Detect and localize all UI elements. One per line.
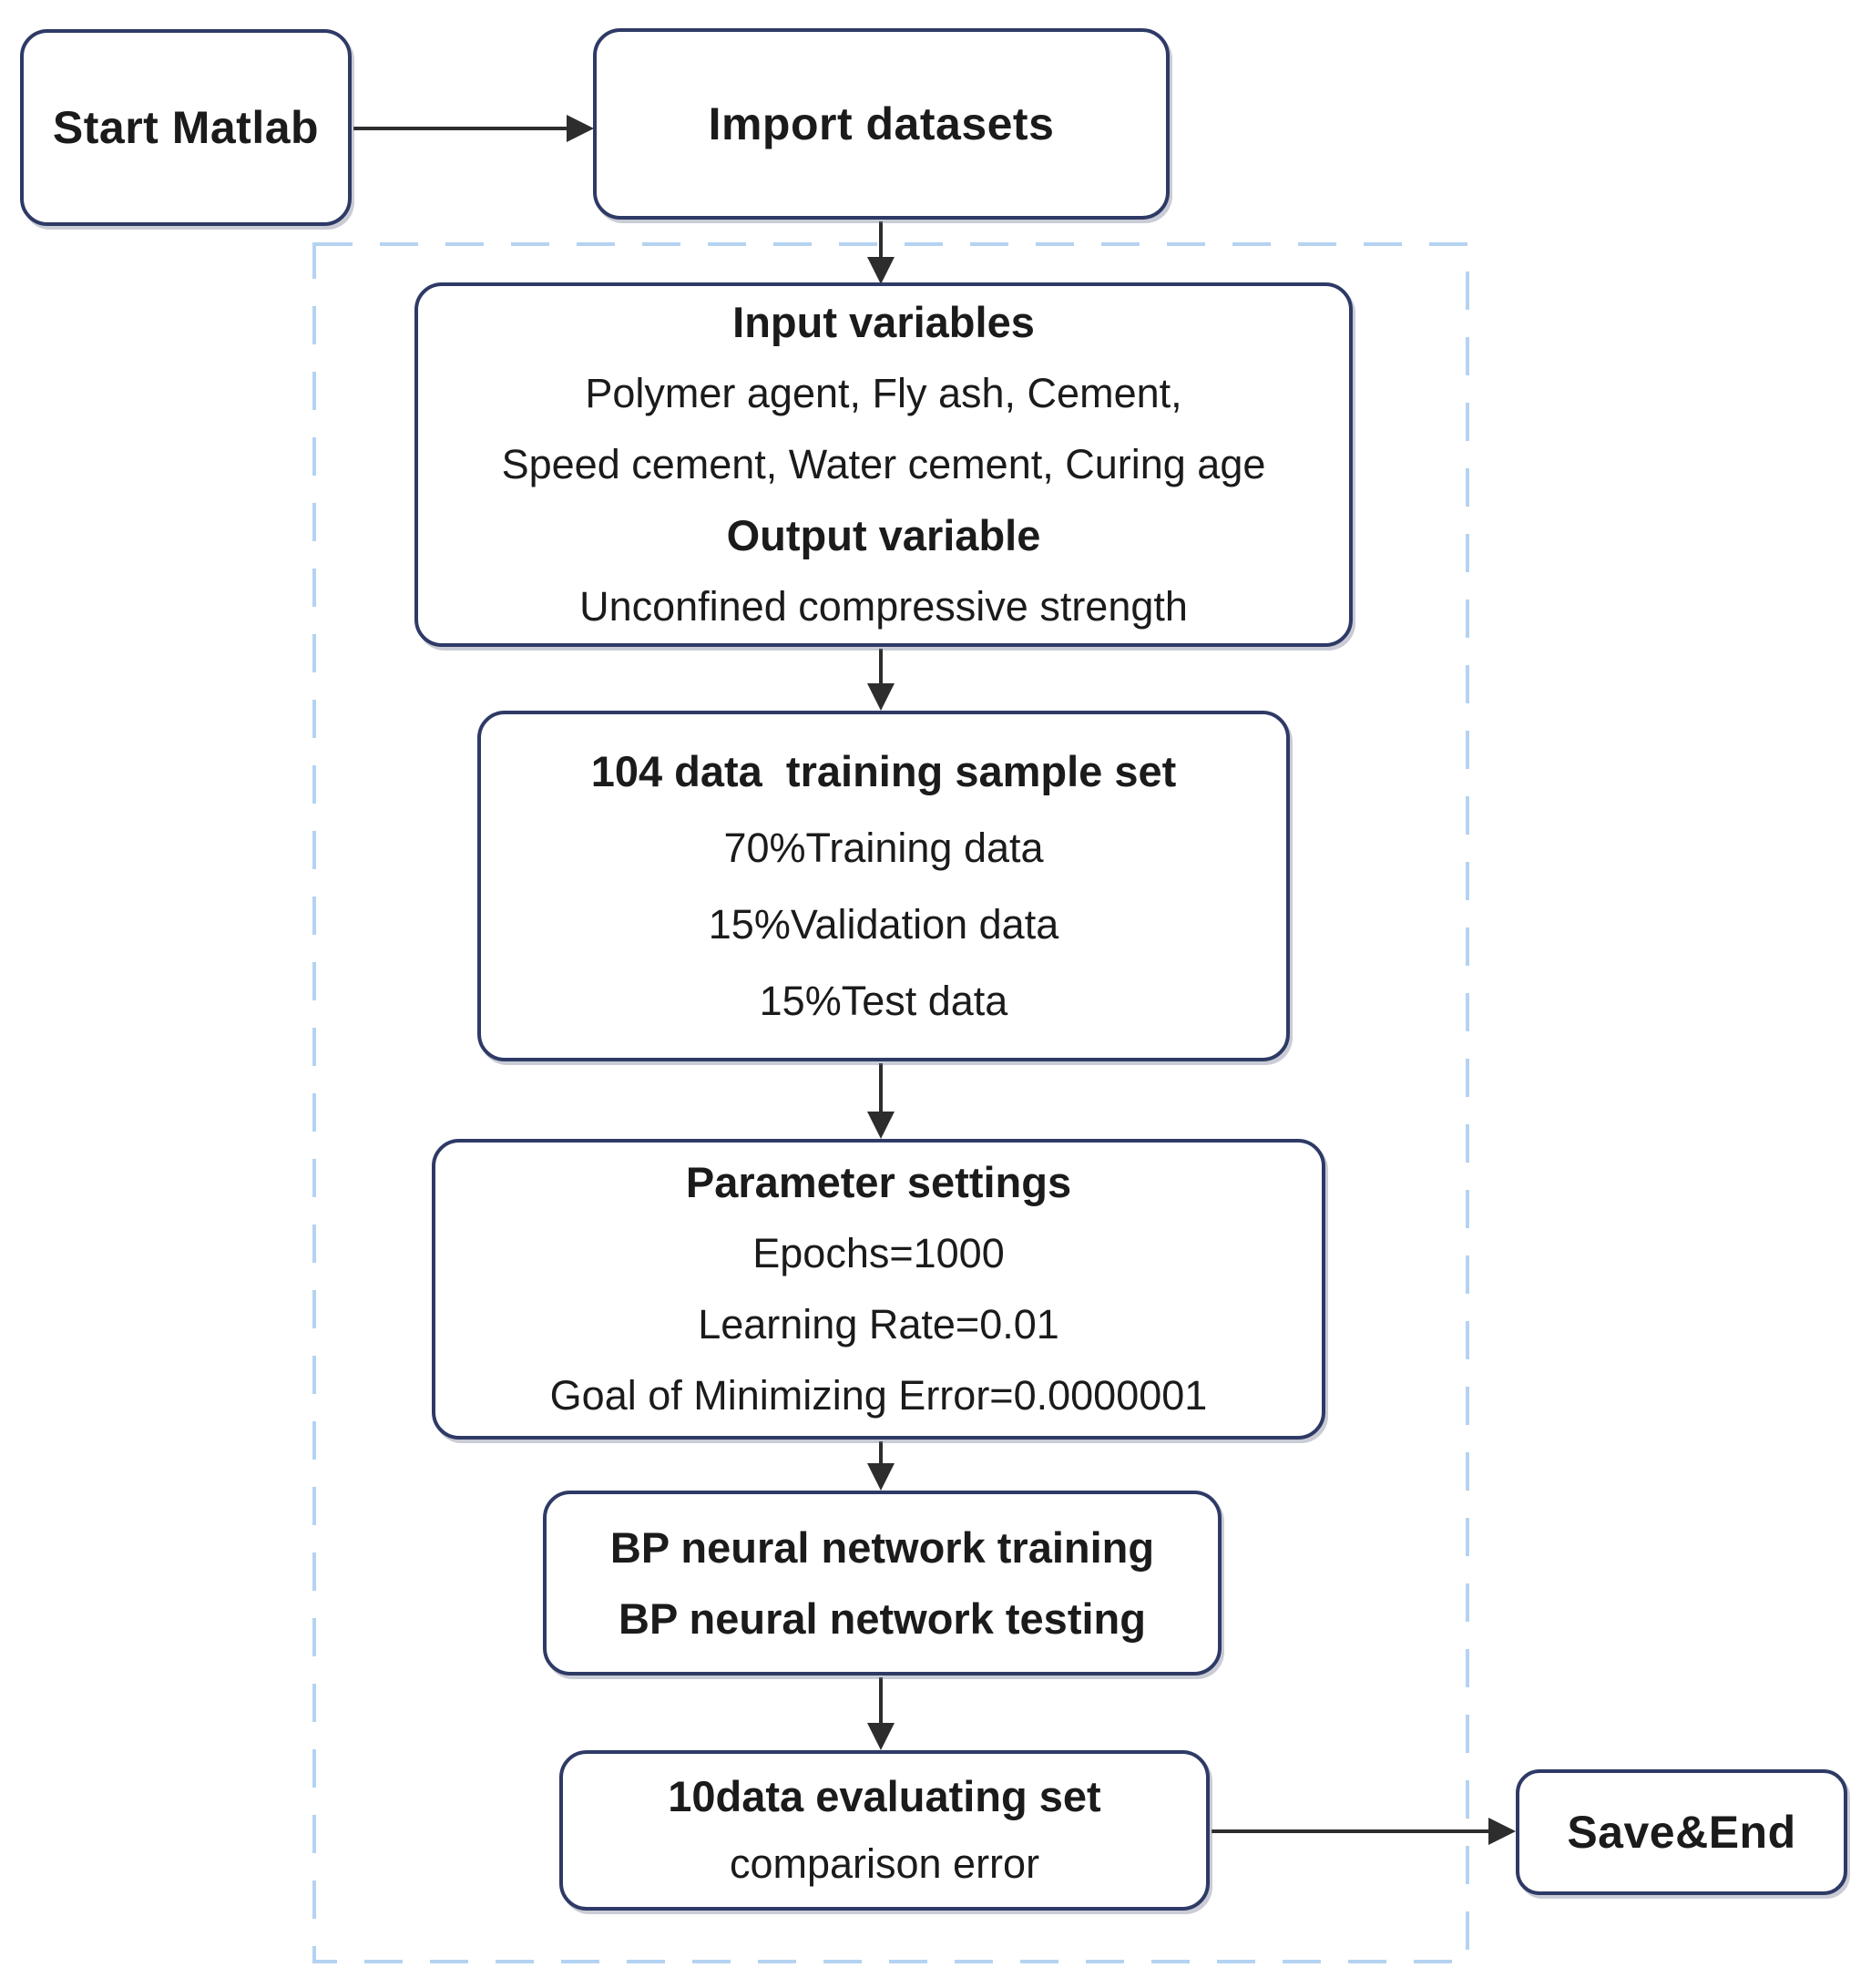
arrow-eval-to-end: [1212, 1818, 1516, 1845]
arrow-start-to-import: [353, 115, 594, 142]
arrow-import-to-input: [867, 221, 895, 284]
import-datasets-label: Import datasets: [708, 98, 1055, 149]
arrow-input-to-sample: [867, 649, 895, 711]
arrowhead-down-icon: [867, 1723, 895, 1750]
training-sample-set-title: 104 data training sample set: [590, 746, 1177, 795]
parameter-settings-title: Parameter settings: [685, 1158, 1072, 1206]
import-datasets-box: Import datasets: [593, 28, 1170, 220]
input-variables-title: Input variables: [732, 298, 1035, 346]
arrowhead-right-icon: [1488, 1818, 1516, 1845]
start-matlab-label: Start Matlab: [52, 102, 320, 153]
arrowhead-down-icon: [867, 683, 895, 711]
start-matlab-box: Start Matlab: [20, 29, 352, 226]
parameter-settings-box: Parameter settings Epochs=1000 Learning …: [432, 1139, 1325, 1440]
output-variable-title: Output variable: [726, 511, 1041, 559]
training-sample-set-box: 104 data training sample set 70%Training…: [477, 711, 1290, 1061]
arrow-sample-to-param: [867, 1063, 895, 1139]
arrow-bp-to-eval: [867, 1677, 895, 1750]
validation-data-line: 15%Validation data: [708, 900, 1059, 948]
evaluating-set-title: 10data evaluating set: [668, 1772, 1101, 1820]
comparison-error-line: comparison error: [729, 1840, 1040, 1887]
goal-error-line: Goal of Minimizing Error=0.0000001: [549, 1372, 1208, 1419]
arrowhead-down-icon: [867, 1463, 895, 1491]
dashed-container-border: [312, 242, 1469, 1963]
arrowhead-right-icon: [567, 115, 594, 142]
save-end-box: Save&End: [1516, 1769, 1847, 1895]
bp-neural-network-box: BP neural network training BP neural net…: [543, 1491, 1222, 1675]
arrow-param-to-bp: [867, 1441, 895, 1491]
learning-rate-line: Learning Rate=0.01: [698, 1301, 1059, 1348]
evaluating-set-box: 10data evaluating set comparison error: [559, 1750, 1210, 1911]
input-variables-line: Speed cement, Water cement, Curing age: [501, 441, 1266, 487]
epochs-line: Epochs=1000: [752, 1230, 1005, 1276]
test-data-line: 15%Test data: [759, 977, 1008, 1024]
bp-training-line: BP neural network training: [609, 1522, 1155, 1572]
input-output-variables-box: Input variables Polymer agent, Fly ash, …: [414, 282, 1353, 647]
bp-testing-line: BP neural network testing: [619, 1593, 1146, 1643]
arrowhead-down-icon: [867, 257, 895, 284]
output-variable-line: Unconfined compressive strength: [579, 583, 1188, 630]
arrowhead-down-icon: [867, 1112, 895, 1139]
training-data-line: 70%Training data: [723, 824, 1044, 871]
input-variables-line: Polymer agent, Fly ash, Cement,: [585, 370, 1182, 416]
save-end-label: Save&End: [1567, 1807, 1796, 1858]
